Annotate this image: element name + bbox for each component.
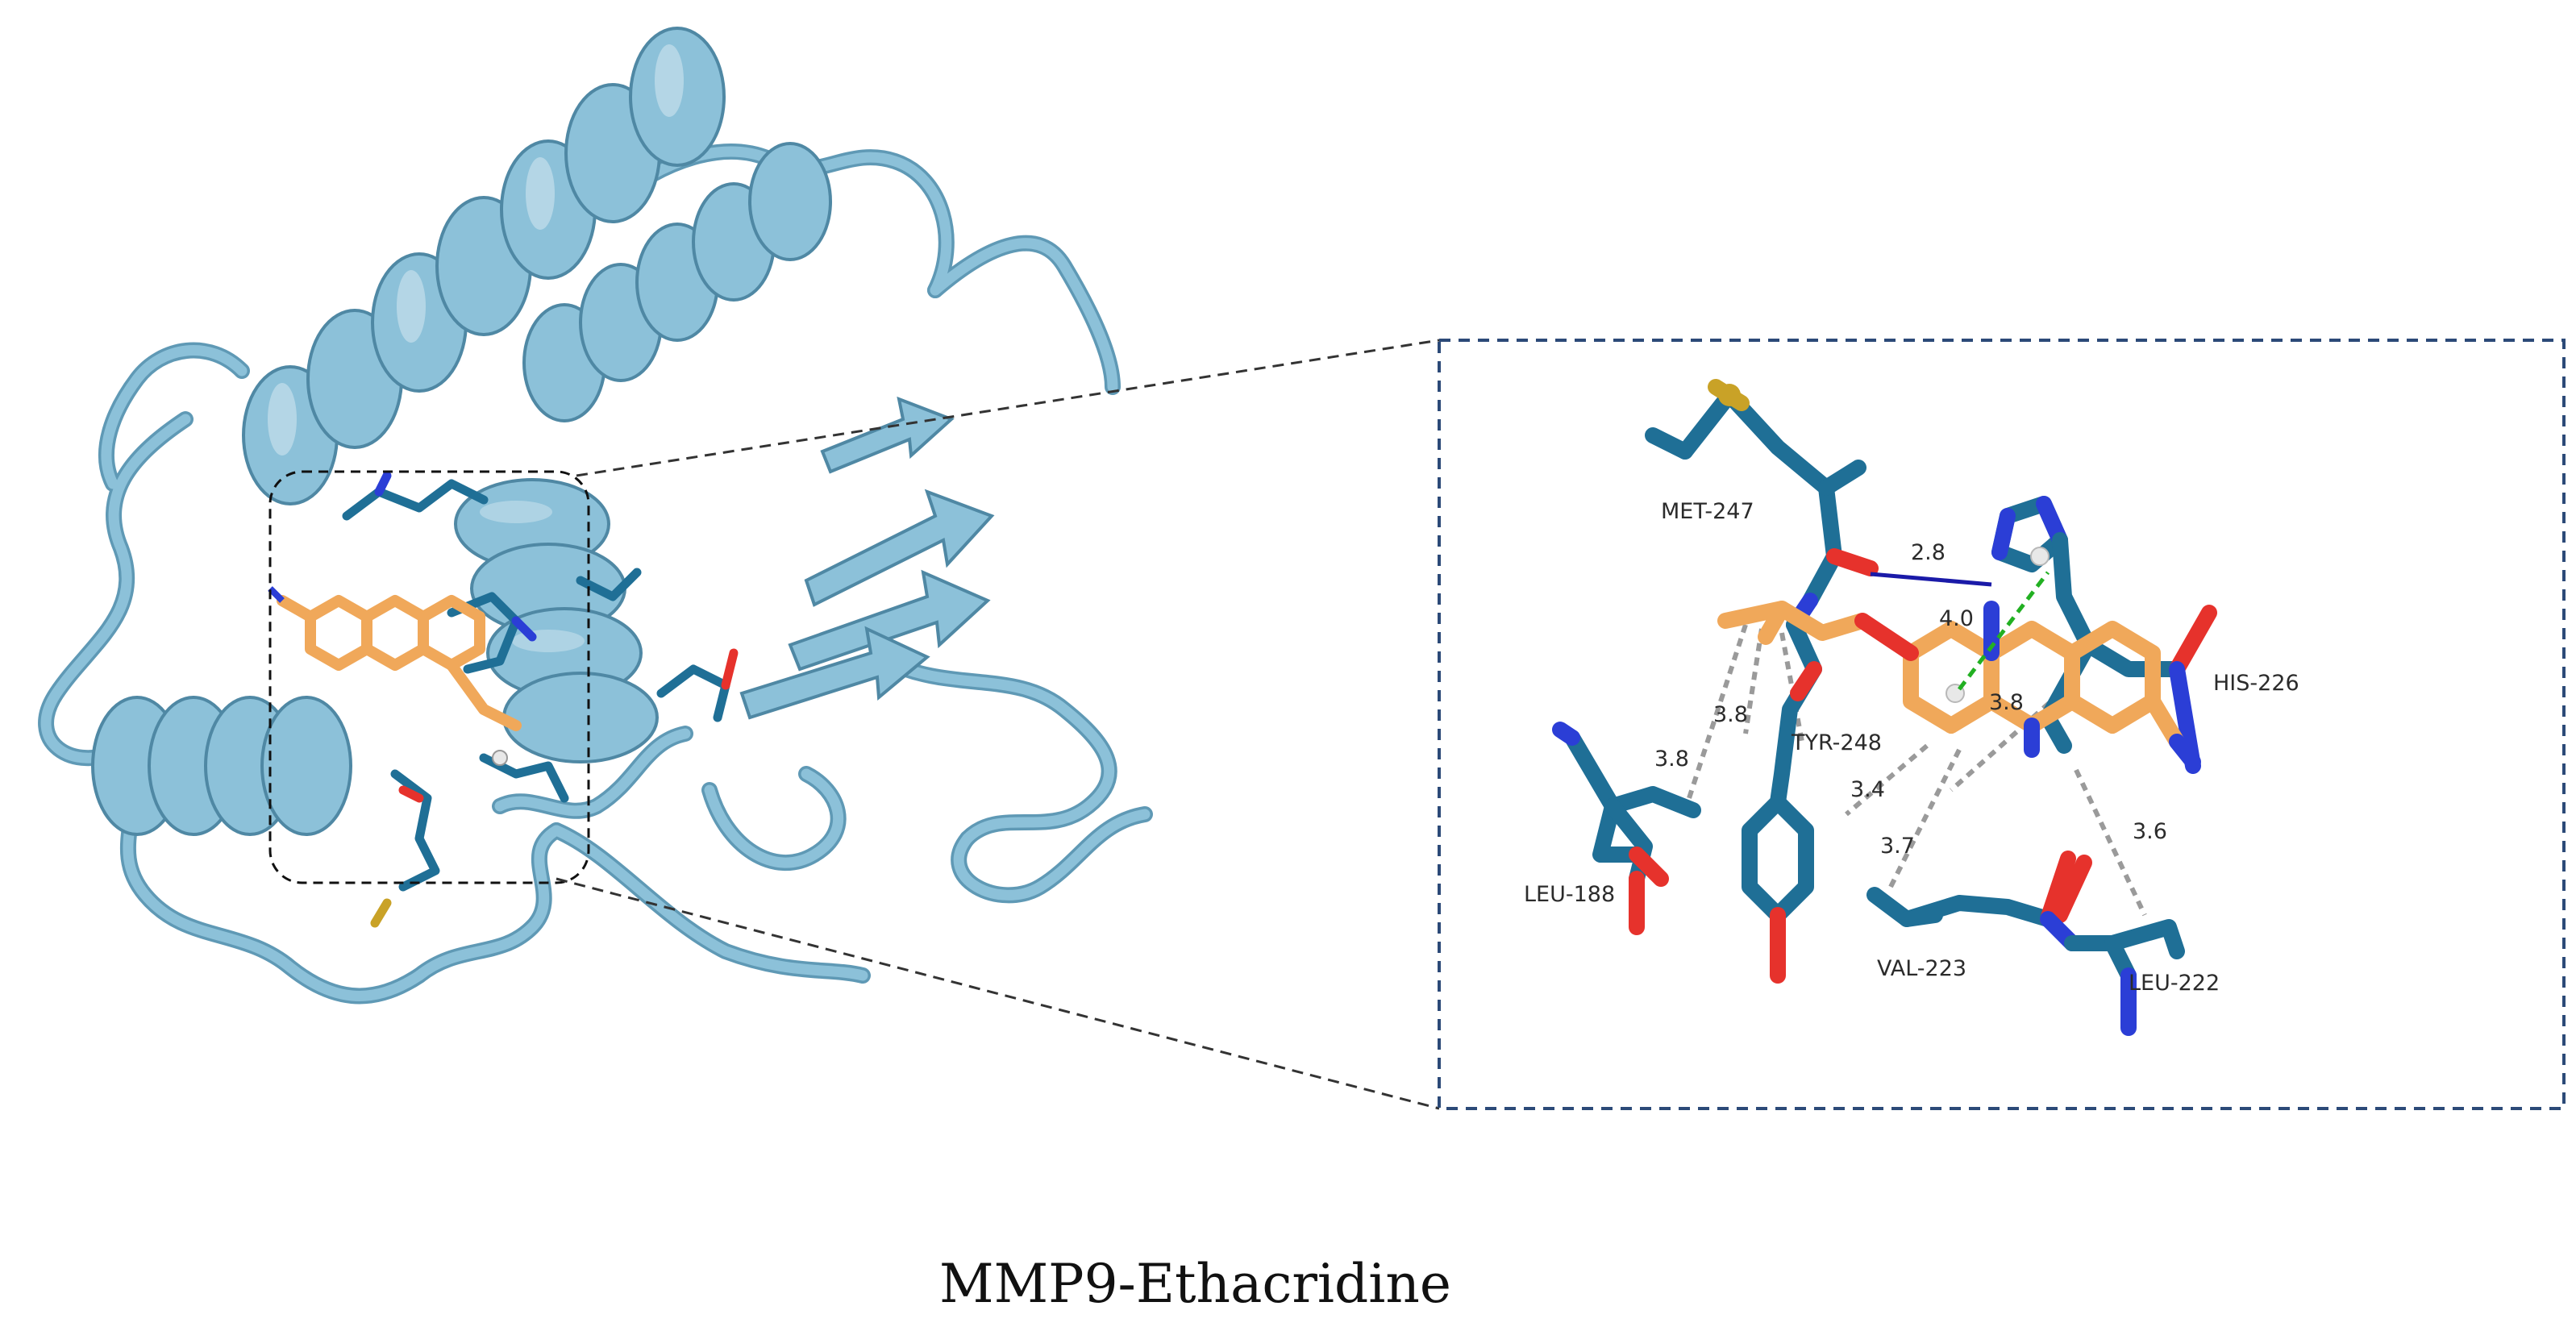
distance-label: 3.4 — [1850, 777, 1885, 802]
pi-stacking-line — [1958, 571, 2050, 691]
ligand-overview — [277, 595, 522, 731]
zoom-region-box — [268, 470, 590, 884]
interaction-detail: MET-247 TYR-248 HIS-226 LEU-188 VAL-223 … — [1524, 379, 2299, 1036]
distance-label-pi: 4.0 — [1939, 606, 1974, 631]
hydrogen-bond-line — [1870, 572, 1992, 587]
residue-label-val223: VAL-223 — [1877, 956, 1966, 981]
beta-strand — [739, 396, 995, 720]
binding-site-residues — [342, 471, 739, 928]
distance-label: 3.8 — [1989, 690, 2024, 715]
protein-cartoon-overview — [38, 27, 1153, 1005]
zoom-connector-lines — [556, 339, 1440, 1110]
residue-label-tyr248: TYR-248 — [1791, 730, 1882, 755]
distance-label: 3.6 — [2133, 819, 2167, 844]
figure-caption: MMP9-Ethacridine — [939, 1253, 1451, 1315]
alpha-helix — [91, 696, 352, 836]
residue-label-leu188: LEU-188 — [1524, 882, 1615, 907]
alpha-helix — [522, 142, 832, 422]
alpha-helix — [242, 27, 726, 505]
residue-label-met247: MET-247 — [1661, 499, 1754, 524]
distance-label: 3.7 — [1880, 834, 1915, 859]
distance-label: 3.8 — [1713, 702, 1748, 727]
residue-leu188-sticks — [1552, 722, 1701, 935]
distance-label-hbond: 2.8 — [1911, 540, 1946, 565]
distance-label: 3.8 — [1654, 747, 1689, 772]
residue-label-his226: HIS-226 — [2213, 671, 2299, 696]
residue-val223-leu222-sticks — [1866, 851, 2185, 1036]
residue-label-leu222: LEU-222 — [2129, 971, 2220, 996]
hydrophobic-contacts — [1687, 624, 2147, 917]
residue-tyr248-sticks — [1742, 617, 1822, 984]
zoom-panel-border — [1438, 339, 2566, 1110]
alpha-helix — [454, 478, 659, 763]
